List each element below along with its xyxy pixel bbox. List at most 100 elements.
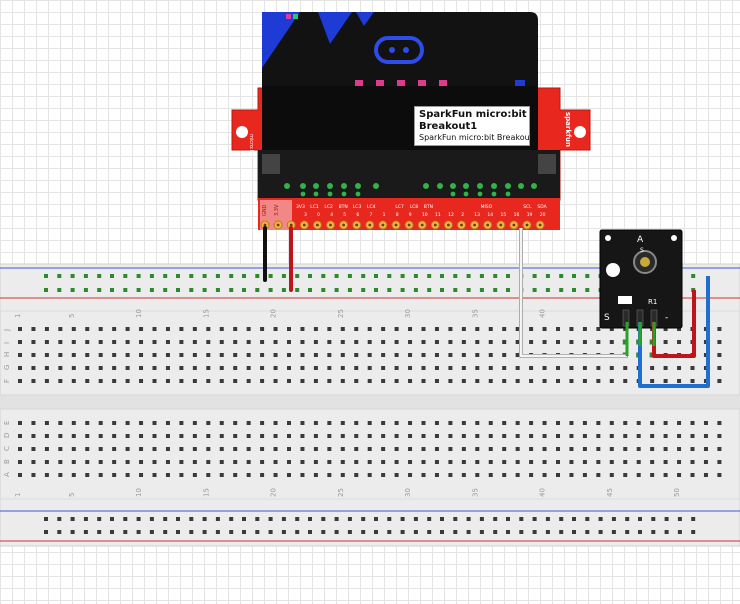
breadboard-hole[interactable] — [367, 460, 372, 464]
breadboard-hole[interactable] — [340, 340, 345, 344]
breadboard-hole[interactable] — [152, 473, 157, 477]
rail-hole[interactable] — [202, 288, 207, 292]
rail-hole[interactable] — [677, 530, 682, 534]
breadboard-hole[interactable] — [206, 340, 211, 344]
rail-hole[interactable] — [176, 274, 180, 278]
breadboard-hole[interactable] — [381, 460, 386, 464]
breadboard-hole[interactable] — [677, 460, 682, 464]
breadboard-hole[interactable] — [421, 353, 426, 357]
rail-hole[interactable] — [229, 274, 234, 278]
breadboard-hole[interactable] — [219, 327, 224, 331]
rail-hole[interactable] — [295, 530, 300, 534]
rail-hole[interactable] — [308, 517, 312, 521]
breadboard-hole[interactable] — [556, 421, 560, 425]
breadboard-hole[interactable] — [287, 434, 291, 438]
breadboard-hole[interactable] — [165, 353, 170, 357]
breadboard-hole[interactable] — [381, 327, 386, 331]
breadboard-hole[interactable] — [165, 434, 170, 438]
breadboard-hole[interactable] — [717, 366, 722, 370]
breadboard-hole[interactable] — [300, 434, 305, 438]
rail-hole[interactable] — [519, 517, 524, 521]
rail-hole[interactable] — [70, 288, 75, 292]
breadboard-hole[interactable] — [246, 353, 251, 357]
breadboard-hole[interactable] — [313, 327, 318, 331]
rail-hole[interactable] — [374, 288, 378, 292]
breadboard-hole[interactable] — [354, 353, 359, 357]
rail-hole[interactable] — [136, 274, 141, 278]
breadboard-hole[interactable] — [569, 434, 574, 438]
breadboard-hole[interactable] — [313, 447, 318, 451]
breadboard-hole[interactable] — [556, 327, 560, 331]
breadboard-hole[interactable] — [609, 447, 614, 451]
breadboard-hole[interactable] — [300, 447, 305, 451]
breadboard-hole[interactable] — [112, 340, 117, 344]
rail-hole[interactable] — [585, 517, 590, 521]
breadboard-hole[interactable] — [327, 447, 332, 451]
rail-hole[interactable] — [97, 530, 102, 534]
breadboard-hole[interactable] — [18, 353, 22, 357]
breadboard-hole[interactable] — [219, 366, 224, 370]
breadboard-hole[interactable] — [71, 353, 76, 357]
breadboard-hole[interactable] — [152, 460, 157, 464]
breadboard-hole[interactable] — [434, 353, 439, 357]
breadboard-hole[interactable] — [327, 366, 332, 370]
breadboard-hole[interactable] — [475, 379, 480, 383]
breadboard-hole[interactable] — [44, 327, 49, 331]
breadboard-hole[interactable] — [529, 327, 534, 331]
rail-hole[interactable] — [347, 274, 352, 278]
breadboard-hole[interactable] — [488, 327, 493, 331]
breadboard-hole[interactable] — [192, 421, 197, 425]
breadboard-hole[interactable] — [623, 421, 628, 425]
rail-hole[interactable] — [136, 530, 141, 534]
breadboard-hole[interactable] — [434, 473, 439, 477]
breadboard-hole[interactable] — [112, 421, 117, 425]
breadboard-hole[interactable] — [179, 340, 184, 344]
breadboard-hole[interactable] — [71, 460, 76, 464]
breadboard-hole[interactable] — [448, 340, 453, 344]
rail-hole[interactable] — [123, 530, 128, 534]
rail-hole[interactable] — [110, 517, 114, 521]
rail-hole[interactable] — [70, 530, 75, 534]
breadboard-hole[interactable] — [542, 366, 547, 370]
rail-hole[interactable] — [97, 274, 102, 278]
rail-hole[interactable] — [440, 274, 444, 278]
breadboard-hole[interactable] — [233, 340, 238, 344]
breadboard-hole[interactable] — [502, 379, 507, 383]
breadboard-hole[interactable] — [488, 421, 493, 425]
breadboard-hole[interactable] — [354, 366, 359, 370]
rail-hole[interactable] — [427, 288, 432, 292]
breadboard-hole[interactable] — [206, 379, 211, 383]
rail-hole[interactable] — [493, 517, 498, 521]
breadboard-hole[interactable] — [650, 447, 655, 451]
breadboard-hole[interactable] — [327, 473, 332, 477]
rail-hole[interactable] — [83, 274, 88, 278]
breadboard-hole[interactable] — [529, 366, 534, 370]
breadboard-hole[interactable] — [367, 353, 372, 357]
breadboard-hole[interactable] — [31, 340, 36, 344]
breadboard-hole[interactable] — [434, 447, 439, 451]
rail-hole[interactable] — [400, 517, 405, 521]
breadboard-hole[interactable] — [596, 473, 601, 477]
rail-hole[interactable] — [479, 530, 484, 534]
breadboard-hole[interactable] — [394, 473, 399, 477]
breadboard-hole[interactable] — [273, 327, 278, 331]
breadboard-hole[interactable] — [246, 340, 251, 344]
rail-hole[interactable] — [374, 274, 378, 278]
breadboard-hole[interactable] — [85, 366, 90, 370]
rail-hole[interactable] — [559, 274, 564, 278]
breadboard-hole[interactable] — [663, 421, 668, 425]
breadboard-hole[interactable] — [300, 353, 305, 357]
breadboard-hole[interactable] — [273, 340, 278, 344]
breadboard-hole[interactable] — [569, 327, 574, 331]
rail-hole[interactable] — [638, 517, 642, 521]
breadboard-hole[interactable] — [434, 340, 439, 344]
breadboard-hole[interactable] — [529, 434, 534, 438]
rail-hole[interactable] — [691, 517, 696, 521]
breadboard-hole[interactable] — [233, 421, 238, 425]
breadboard-hole[interactable] — [475, 366, 480, 370]
breadboard-hole[interactable] — [636, 421, 641, 425]
breadboard-hole[interactable] — [663, 434, 668, 438]
breadboard-hole[interactable] — [165, 379, 170, 383]
breadboard-hole[interactable] — [703, 327, 708, 331]
breadboard-hole[interactable] — [31, 421, 36, 425]
